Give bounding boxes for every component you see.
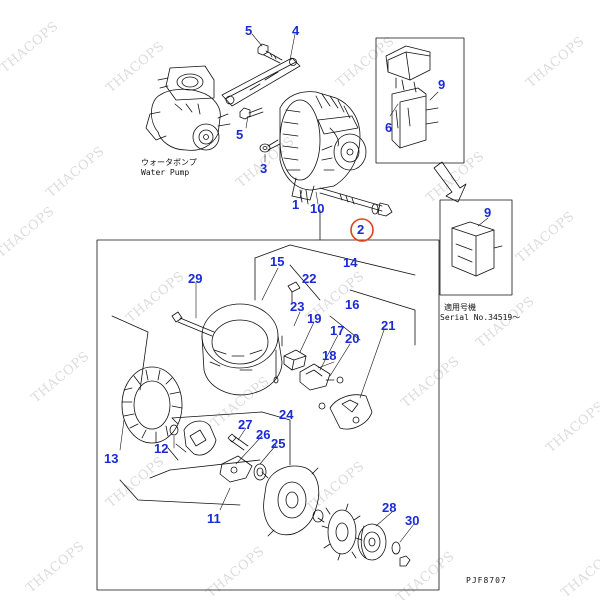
callout-21: 21 [381, 318, 396, 333]
callout-4: 4 [292, 23, 300, 38]
bolt-drawing [257, 43, 283, 64]
callout-22: 22 [302, 271, 317, 286]
callout-16: 16 [345, 297, 360, 312]
fan-drawing [121, 366, 183, 444]
through-bolt-drawing [319, 187, 393, 217]
regulator-drawing [299, 363, 344, 391]
pulley-drawing [357, 523, 387, 561]
callout-5: 5 [236, 127, 244, 142]
callout-25: 25 [271, 436, 286, 451]
callout-1: 1 [292, 197, 300, 212]
brush-holder-drawing [283, 349, 307, 371]
callout-29: 29 [188, 271, 203, 286]
callout-6: 6 [385, 120, 393, 135]
alternator-drawing [279, 91, 367, 205]
brush-drawing [287, 281, 301, 303]
callout-14: 14 [343, 255, 358, 270]
drawing-code: PJF8707 [466, 576, 507, 585]
bolt-drawing [239, 107, 264, 120]
highlight-ring [350, 218, 374, 242]
washer-drawing [259, 139, 281, 153]
plate-drawing [219, 455, 253, 483]
callout-26: 26 [256, 427, 271, 442]
callout-30: 30 [405, 513, 420, 528]
callout-9: 9 [484, 205, 492, 220]
callout-18: 18 [322, 348, 337, 363]
leader-lines [119, 33, 489, 543]
callout-11: 11 [207, 511, 221, 526]
callout-27: 27 [238, 417, 253, 432]
serial-box-frame [439, 199, 513, 296]
callout-28: 28 [382, 500, 397, 515]
pulley-fan-drawing [321, 503, 363, 561]
bolt-drawing [171, 311, 215, 337]
exploded-view-frame [96, 239, 440, 591]
relay-drawing [451, 221, 503, 277]
callout-23: 23 [290, 299, 305, 314]
water-pump-label-jp: ウォータポンプ [141, 158, 197, 167]
spacer-drawing [312, 509, 324, 523]
callout-9: 9 [438, 77, 446, 92]
callout-15: 15 [270, 254, 285, 269]
rotor-drawing [167, 420, 217, 461]
serial-label-jp: 適用号機 [444, 303, 476, 312]
water-pump-drawing [145, 65, 231, 151]
callout-20: 20 [345, 331, 360, 346]
callout-24: 24 [279, 407, 294, 422]
callout-13: 13 [104, 451, 119, 466]
callout-2: 2 [357, 222, 365, 237]
callout-17: 17 [330, 323, 345, 338]
adjusting-bracket-drawing [221, 57, 301, 107]
front-housing-drawing [261, 465, 325, 537]
bolt-drawing [227, 433, 249, 451]
rear-cover-drawing [318, 394, 373, 430]
group-brackets [111, 244, 416, 506]
callout-10: 10 [310, 201, 325, 216]
lead-wire-drawing [273, 335, 283, 384]
relay-box-frame [375, 37, 465, 164]
water-pump-label-en: Water Pump [141, 168, 190, 177]
callout-19: 19 [307, 311, 322, 326]
nut-drawing [391, 541, 411, 567]
stator-drawing [201, 303, 283, 396]
relay-drawing [385, 45, 439, 149]
arrow-icon [433, 161, 467, 203]
bearing-drawing [253, 463, 267, 481]
callout-3: 3 [260, 161, 268, 176]
serial-label-en: Serial No.34519～ [440, 313, 521, 322]
callout-5: 5 [245, 23, 253, 38]
callout-12: 12 [154, 441, 169, 456]
